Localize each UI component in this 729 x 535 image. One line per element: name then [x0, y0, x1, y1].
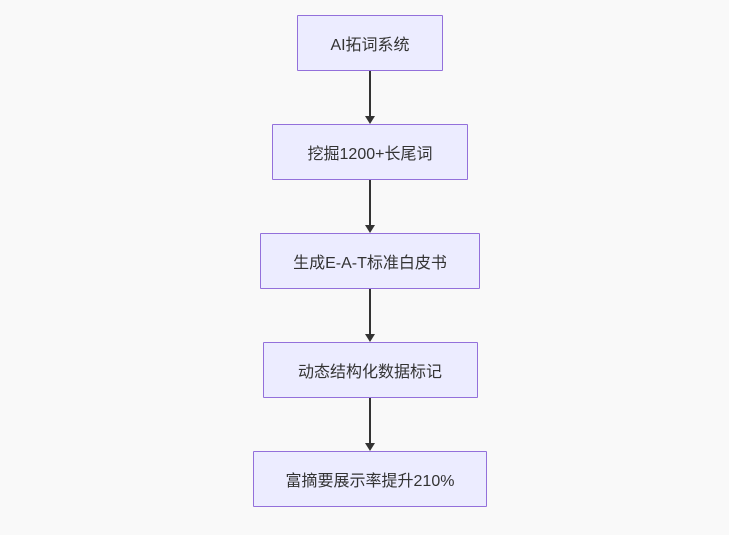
- arrowhead-down-icon: [365, 334, 375, 342]
- node-label: 挖掘1200+长尾词: [307, 146, 433, 163]
- arrowhead-down-icon: [365, 116, 375, 124]
- arrowhead-down-icon: [365, 225, 375, 233]
- flow-edge-2: [364, 180, 376, 233]
- flow-edge-1: [364, 71, 376, 124]
- node-ai-word-expansion-system: AI拓词系统: [297, 15, 443, 71]
- node-dynamic-structured-data-markup: 动态结构化数据标记: [262, 342, 478, 398]
- edge-line: [369, 71, 371, 116]
- node-eat-standard-whitepaper: 生成E-A-T标准白皮书: [260, 233, 480, 289]
- edge-line: [369, 289, 371, 334]
- node-longtail-keyword-mining: 挖掘1200+长尾词: [272, 124, 468, 180]
- node-label: 富摘要展示率提升210%: [285, 473, 455, 490]
- edge-line: [369, 398, 371, 443]
- node-label: 动态结构化数据标记: [297, 364, 442, 381]
- node-label: 生成E-A-T标准白皮书: [293, 255, 447, 272]
- node-label: AI拓词系统: [330, 37, 410, 54]
- flowchart: AI拓词系统 挖掘1200+长尾词 生成E-A-T标准白皮书 动态结构化数据标记: [253, 15, 487, 507]
- flow-edge-4: [364, 398, 376, 451]
- node-rich-snippet-rate-increase: 富摘要展示率提升210%: [253, 451, 487, 507]
- edge-line: [369, 180, 371, 225]
- flow-edge-3: [364, 289, 376, 342]
- arrowhead-down-icon: [365, 443, 375, 451]
